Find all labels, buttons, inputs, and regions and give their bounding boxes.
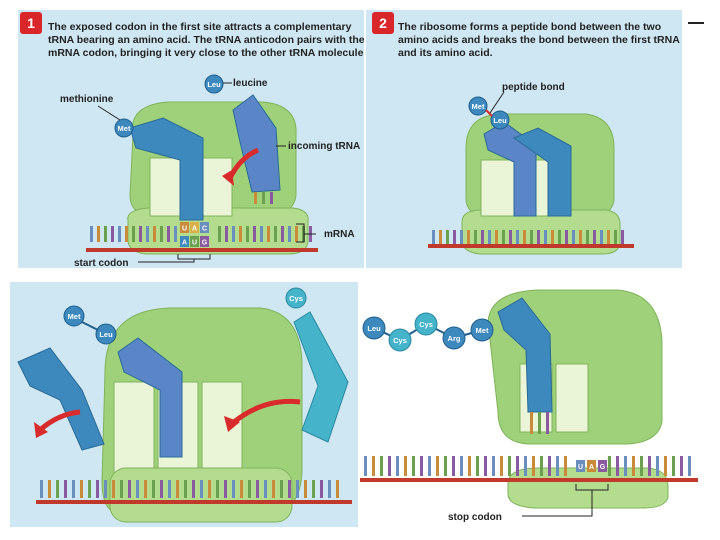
step-2-caption-line-3: and its amino acid. bbox=[398, 47, 493, 59]
label-leucine: leucine bbox=[233, 78, 268, 89]
svg-text:Met: Met bbox=[472, 102, 485, 111]
svg-text:Met: Met bbox=[118, 124, 131, 133]
trna-remaining-anticodon bbox=[530, 412, 549, 434]
label-peptide-bond: peptide bond bbox=[502, 82, 565, 93]
panel-step-4: U A G Leu Cys Cys Arg Met stop codon bbox=[358, 282, 710, 532]
svg-text:U: U bbox=[578, 464, 583, 471]
step-2-caption-line-1: The ribosome forms a peptide bond betwee… bbox=[398, 21, 661, 33]
svg-text:U: U bbox=[182, 226, 187, 233]
ribosome-site-a bbox=[555, 363, 589, 433]
svg-text:Leu: Leu bbox=[207, 80, 221, 89]
step-2-number: 2 bbox=[379, 15, 387, 31]
svg-text:G: G bbox=[202, 240, 208, 247]
amino-acid-cys-2 bbox=[414, 312, 438, 336]
svg-text:A: A bbox=[182, 240, 187, 247]
amino-acid-cys bbox=[285, 287, 307, 309]
step-1-caption-line-2: tRNA bearing an amino acid. The tRNA ant… bbox=[48, 34, 364, 46]
svg-text:Cys: Cys bbox=[289, 294, 303, 303]
label-stop-codon: stop codon bbox=[448, 512, 502, 523]
trna-exiting bbox=[17, 347, 105, 451]
svg-text:A: A bbox=[192, 226, 197, 233]
ribosome-site-p bbox=[480, 159, 516, 217]
step-2-diagram: 2 The ribosome forms a peptide bond betw… bbox=[372, 12, 680, 255]
trna-p-site bbox=[117, 337, 183, 458]
step-2-badge bbox=[372, 12, 394, 34]
panel-step-3: Met Leu Cys bbox=[10, 282, 358, 527]
amino-acid-leu bbox=[95, 323, 117, 345]
step-1-caption-line-1: The exposed codon in the first site attr… bbox=[48, 21, 352, 33]
amino-acid-met bbox=[63, 305, 85, 327]
amino-acid-met bbox=[114, 118, 134, 138]
step-3-diagram: Met Leu Cys bbox=[17, 287, 352, 523]
step-2-caption-line-2: amino acids and breaks the bond between … bbox=[398, 34, 680, 46]
amino-acid-met bbox=[470, 318, 494, 342]
svg-text:G: G bbox=[600, 464, 606, 471]
trna-incoming bbox=[232, 94, 281, 193]
label-methionine: methionine bbox=[60, 94, 114, 105]
amino-acid-met bbox=[468, 96, 488, 116]
exit-arrow-head bbox=[34, 422, 48, 438]
svg-text:Arg: Arg bbox=[448, 334, 461, 343]
exit-arrow bbox=[38, 409, 81, 432]
svg-text:C: C bbox=[202, 226, 207, 233]
step-1-caption-line-3: mRNA codon, bringing it very close to th… bbox=[48, 47, 364, 59]
mrna-nucleotides bbox=[40, 480, 339, 498]
trna-methionine bbox=[129, 117, 204, 221]
step-1-badge bbox=[20, 12, 42, 34]
step-4-diagram: U A G Leu Cys Cys Arg Met stop codon bbox=[360, 289, 698, 523]
amino-acid-leu bbox=[490, 110, 510, 130]
trna-second bbox=[512, 127, 572, 217]
label-incoming-trna: incoming tRNA bbox=[288, 141, 360, 152]
svg-text:Met: Met bbox=[476, 326, 489, 335]
mrna-nucleotides bbox=[364, 456, 691, 476]
step-1-diagram: 1 The exposed codon in the first site at… bbox=[20, 12, 364, 268]
peptide-bond-mark bbox=[485, 109, 493, 117]
amino-acid-arg bbox=[442, 326, 466, 350]
incoming-arrow-head bbox=[224, 416, 240, 432]
amino-acid-leu bbox=[362, 316, 386, 340]
amino-acid-leu bbox=[204, 74, 224, 94]
divider-mark bbox=[688, 22, 704, 24]
panel-step-2: 2 The ribosome forms a peptide bond betw… bbox=[366, 10, 682, 268]
svg-text:Cys: Cys bbox=[393, 336, 407, 345]
svg-text:Leu: Leu bbox=[99, 330, 113, 339]
stop-codon-bases: U A G bbox=[576, 460, 607, 472]
mrna-nucleotides bbox=[432, 230, 624, 244]
svg-text:U: U bbox=[192, 240, 197, 247]
svg-text:A: A bbox=[589, 464, 594, 471]
svg-text:Leu: Leu bbox=[367, 324, 381, 333]
trna-first bbox=[483, 121, 537, 217]
amino-acid-cys-1 bbox=[388, 328, 412, 352]
anticodon-bases: U A C bbox=[180, 222, 209, 233]
step-1-number: 1 bbox=[27, 15, 35, 31]
svg-text:Leu: Leu bbox=[493, 116, 507, 125]
svg-text:Met: Met bbox=[68, 312, 81, 321]
label-mrna: mRNA bbox=[324, 229, 355, 240]
svg-text:Cys: Cys bbox=[419, 320, 433, 329]
start-codon-bases: A U G bbox=[180, 236, 209, 247]
incoming-trna-anticodon bbox=[254, 192, 273, 204]
panel-step-1: 1 The exposed codon in the first site at… bbox=[18, 10, 364, 268]
arrow-head bbox=[222, 170, 234, 186]
label-start-codon: start codon bbox=[74, 258, 128, 268]
trna-incoming-cys bbox=[293, 311, 349, 443]
incoming-arrow bbox=[232, 398, 301, 424]
